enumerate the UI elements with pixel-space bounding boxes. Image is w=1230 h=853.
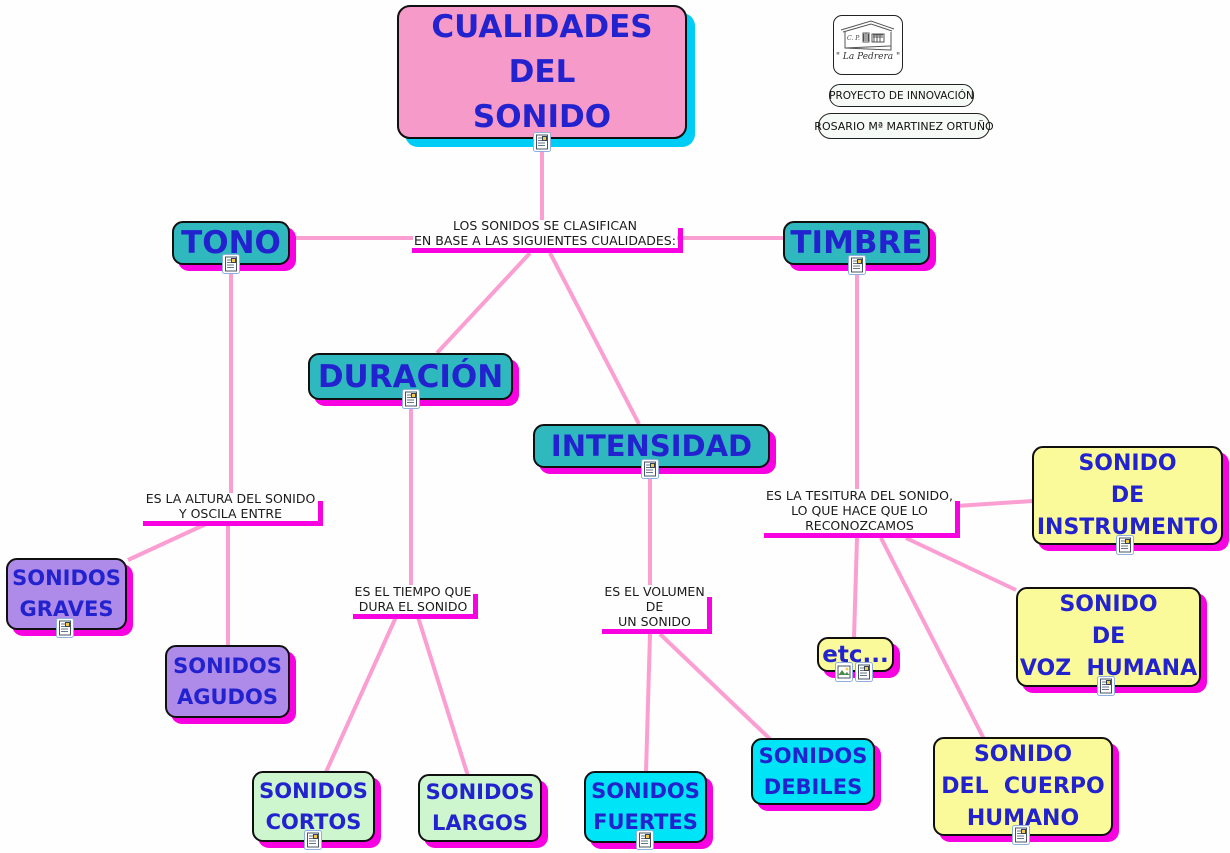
concept-label: VOZ HUMANA [1019,656,1198,681]
concept-sonidos-largos[interactable]: SONIDOS LARGOS [418,774,542,842]
image-icon[interactable] [835,662,853,682]
concept-label: DE [1110,482,1145,508]
concept-sonidos-debiles[interactable]: SONIDOS DEBILES [751,738,875,805]
connector-line [905,536,1017,592]
connector-line [416,616,470,777]
resource-icon[interactable] [304,830,322,850]
school-logo: C. P. " La Pedrera " [833,15,903,75]
phrase-line: LOS SONIDOS SE CLASIFICAN [453,218,637,233]
concept-label: SONIDOS [259,778,368,803]
resource-icon[interactable] [855,662,873,682]
phrase-line: ES LA TESITURA DEL SONIDO, [766,488,953,503]
phrase-line: ES EL TIEMPO QUE [354,584,472,599]
concept-label: AGUDOS [177,684,278,709]
linking-phrase-volumen: ES EL VOLUMEN DE UN SONIDO [602,584,712,634]
connector-line [548,252,641,425]
linking-phrase-tiempo: ES EL TIEMPO QUE DURA EL SONIDO [353,584,478,619]
connector-line [955,499,1034,508]
resource-icon[interactable] [402,389,420,409]
phrase-line: ES EL VOLUMEN [604,584,705,599]
resource-icon[interactable] [1012,825,1030,845]
concept-label: DEBILES [763,774,863,799]
concept-label: LARGOS [431,811,529,835]
resource-icon[interactable] [1097,676,1115,696]
school-building-icon: C. P. [840,20,895,51]
phrase-line: ES LA ALTURA DEL SONIDO [145,491,316,506]
connector-line [879,537,986,740]
concept-sonido-de-instrumento[interactable]: SONIDO DE INSTRUMENTO [1032,446,1223,545]
project-banner-label: PROYECTO DE INNOVACIÓN [829,89,974,102]
concept-label: DE [1091,624,1126,649]
concept-label: CORTOS [265,809,362,834]
linking-phrase-altura: ES LA ALTURA DEL SONIDO Y OSCILA ENTRE [143,491,323,526]
resource-icon[interactable] [641,459,659,479]
phrase-line: DE [645,599,664,614]
phrase-line: LO QUE HACE QUE LO [791,503,928,518]
phrase-line: DURA EL SONIDO [358,599,468,614]
concept-label: DURACIÓN [317,358,504,395]
concept-sonido-del-cuerpo-humano[interactable]: SONIDO DEL CUERPO HUMANO [933,737,1113,836]
resource-icon[interactable] [222,254,240,274]
connector-line [324,616,398,773]
concept-label: DEL [508,53,576,90]
phrase-line: RECONOZCAMOS [805,518,914,533]
concept-duracion[interactable]: DURACIÓN [308,353,513,400]
concept-label: SONIDOS [758,743,868,768]
connector-line [658,632,772,741]
logo-abbr: C. P. [847,35,860,42]
connector-line [127,522,207,562]
concept-label: SONIDO [973,741,1073,767]
resource-icon[interactable] [56,618,74,638]
phrase-line: EN BASE A LAS SIGUIENTES CUALIDADES: [414,233,676,248]
author-banner: ROSARIO Mª MARTINEZ ORTUÑO [814,113,994,139]
connector-line [435,251,532,355]
author-banner-label: ROSARIO Mª MARTINEZ ORTUÑO [814,119,994,133]
concept-label: INTENSIDAD [550,429,753,463]
concept-label: SONIDOS [12,566,121,590]
concept-sonidos-agudos[interactable]: SONIDOS AGUDOS [165,645,290,718]
linking-phrase-tesitura: ES LA TESITURA DEL SONIDO, LO QUE HACE Q… [764,488,960,538]
resource-icon[interactable] [533,132,551,152]
concept-label: SONIDO [1059,592,1158,617]
logo-name: " La Pedrera " [835,52,901,62]
concept-sonido-de-voz-humana[interactable]: SONIDO DE VOZ HUMANA [1016,587,1201,687]
concept-label: SONIDOS [425,780,535,804]
phrase-line: Y OSCILA ENTRE [178,506,283,521]
concept-label: DEL CUERPO [941,773,1105,799]
concept-label: CUALIDADES [431,8,653,45]
concept-label: SONIDOS [591,779,700,803]
concept-cualidades-del-sonido[interactable]: CUALIDADES DEL SONIDO [397,5,687,139]
linking-phrase-clasifican: LOS SONIDOS SE CLASIFICAN EN BASE A LAS … [412,218,683,253]
resource-icon[interactable] [848,255,866,275]
phrase-line: UN SONIDO [618,614,691,629]
project-banner: PROYECTO DE INNOVACIÓN [829,84,974,107]
concept-label: SONIDO [472,98,612,135]
concept-label: SONIDO [1078,450,1177,476]
resource-icon[interactable] [636,830,654,850]
resource-icon[interactable] [1116,535,1134,555]
concept-label: GRAVES [19,597,114,621]
concept-label: SONIDOS [173,653,282,678]
connector-line [644,633,652,773]
connector-line [852,537,859,639]
